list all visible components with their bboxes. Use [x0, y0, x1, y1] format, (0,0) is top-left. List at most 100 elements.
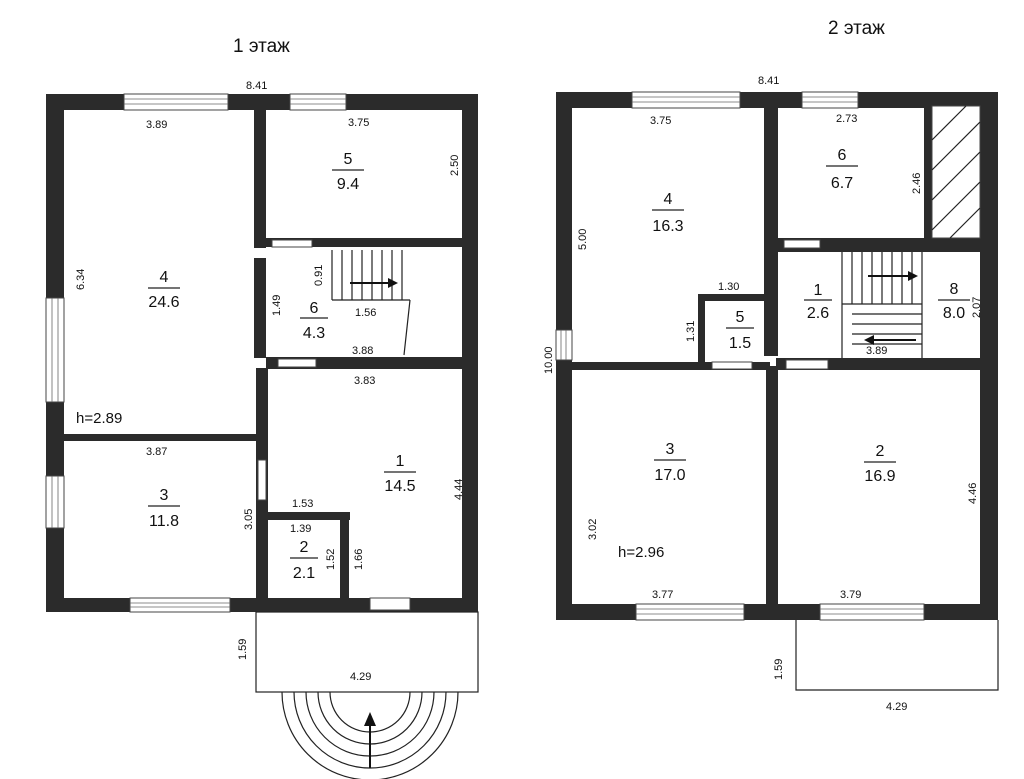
svg-text:1.5: 1.5 [729, 335, 751, 352]
wall-right [980, 92, 998, 620]
window [819, 603, 925, 621]
dimension-label: 3.83 [354, 375, 375, 387]
wall-interior [266, 238, 466, 247]
window [635, 603, 745, 621]
door-opening [271, 239, 313, 248]
room-label: 1 2.6 [804, 282, 832, 322]
wall-interior [466, 250, 474, 360]
door-opening [369, 597, 411, 611]
dimension-label: 4.29 [350, 671, 371, 683]
wall-interior [766, 366, 778, 606]
room-label: 4 16.3 [652, 191, 684, 235]
dimension-label: 3.88 [352, 345, 373, 357]
dimension-label: 1.66 [353, 549, 365, 570]
svg-text:4: 4 [664, 191, 673, 208]
svg-text:1: 1 [814, 282, 823, 299]
svg-text:1: 1 [396, 453, 405, 470]
wall-interior [64, 434, 256, 441]
svg-text:16.9: 16.9 [864, 468, 895, 485]
svg-text:2.6: 2.6 [807, 305, 829, 322]
svg-text:8.0: 8.0 [943, 305, 965, 322]
dimension-label: 1.49 [271, 295, 283, 316]
dimension-label: 2.46 [911, 173, 923, 194]
door-opening [783, 239, 821, 249]
wall-top [46, 94, 478, 110]
dimension-label: 1.52 [325, 549, 337, 570]
dimension-label: 2.50 [449, 155, 461, 176]
wall-interior [924, 106, 932, 240]
dimension-label: 3.02 [587, 519, 599, 540]
dimension-label: 1.59 [237, 639, 249, 660]
room-label: 4 24.6 [148, 269, 180, 311]
wall-interior [254, 258, 266, 358]
room-label: 5 1.5 [726, 309, 754, 352]
dimension-label: 4.29 [886, 701, 907, 713]
wall-interior [698, 294, 768, 301]
window [631, 91, 741, 109]
dimension-label: 3.87 [146, 446, 167, 458]
dimension-label: 3.89 [146, 119, 167, 131]
svg-text:17.0: 17.0 [654, 467, 685, 484]
ceiling-height: h=2.89 [76, 410, 122, 427]
dimension-label: 1.31 [685, 321, 697, 342]
dimension-label: 3.79 [840, 589, 861, 601]
dimension-label: 2.73 [836, 113, 857, 125]
svg-text:16.3: 16.3 [652, 218, 683, 235]
room-label: 2 2.1 [290, 539, 318, 582]
entrance-arrow-icon [364, 712, 376, 726]
staircase [841, 252, 923, 358]
svg-text:14.5: 14.5 [384, 478, 415, 495]
dimension-label: 1.53 [292, 498, 313, 510]
room-label: 2 16.9 [864, 443, 896, 485]
dimension-label: 6.34 [75, 269, 87, 290]
svg-text:24.6: 24.6 [148, 294, 179, 311]
wall-interior [572, 362, 770, 370]
floor-plan-2: 2 этаж [543, 18, 999, 713]
dimension-label: 3.75 [348, 117, 369, 129]
door-opening [785, 359, 829, 370]
window [555, 329, 573, 361]
balcony [795, 620, 999, 691]
dimension-label: 4.44 [453, 479, 465, 500]
wall-interior [764, 106, 778, 356]
dimension-label: 3.05 [243, 509, 255, 530]
floor-2-title: 2 этаж [828, 18, 885, 39]
dimension-label: 10.00 [543, 346, 555, 374]
dimension-label: 1.56 [355, 307, 376, 319]
svg-text:2: 2 [876, 443, 885, 460]
floor-plan-1: 1 этаж [45, 36, 479, 779]
svg-text:9.4: 9.4 [337, 176, 359, 193]
svg-text:3: 3 [160, 487, 169, 504]
room-label: 3 17.0 [654, 441, 686, 484]
svg-text:11.8: 11.8 [149, 513, 179, 530]
dimension-label: 1.39 [290, 523, 311, 535]
dimension-label: 8.41 [246, 80, 267, 92]
wall-interior [776, 238, 982, 252]
staircase [331, 250, 411, 356]
door-opening [277, 358, 317, 368]
ceiling-height: h=2.96 [618, 544, 664, 561]
room-label: 5 9.4 [332, 151, 364, 193]
svg-text:4.3: 4.3 [303, 325, 325, 342]
svg-text:6.7: 6.7 [831, 175, 853, 192]
wall-bottom [46, 598, 478, 612]
floor-1-title: 1 этаж [233, 36, 290, 57]
dimension-label: 8.41 [758, 75, 779, 87]
room-label: 6 4.3 [300, 300, 328, 342]
room-label: 8 8.0 [938, 281, 970, 322]
svg-text:8: 8 [950, 281, 959, 298]
hatched-shaft [931, 105, 981, 239]
wall-interior [254, 108, 266, 248]
dimension-label: 0.91 [313, 265, 325, 286]
dimension-label: 3.77 [652, 589, 673, 601]
window [289, 93, 347, 111]
entrance-steps [281, 691, 459, 779]
dimension-label: 3.89 [866, 345, 887, 357]
dimension-label: 4.46 [967, 483, 979, 504]
svg-text:4: 4 [160, 269, 169, 286]
window [45, 475, 65, 529]
door-opening [711, 361, 753, 370]
room-label: 3 11.8 [148, 487, 180, 530]
svg-text:3: 3 [666, 441, 675, 458]
